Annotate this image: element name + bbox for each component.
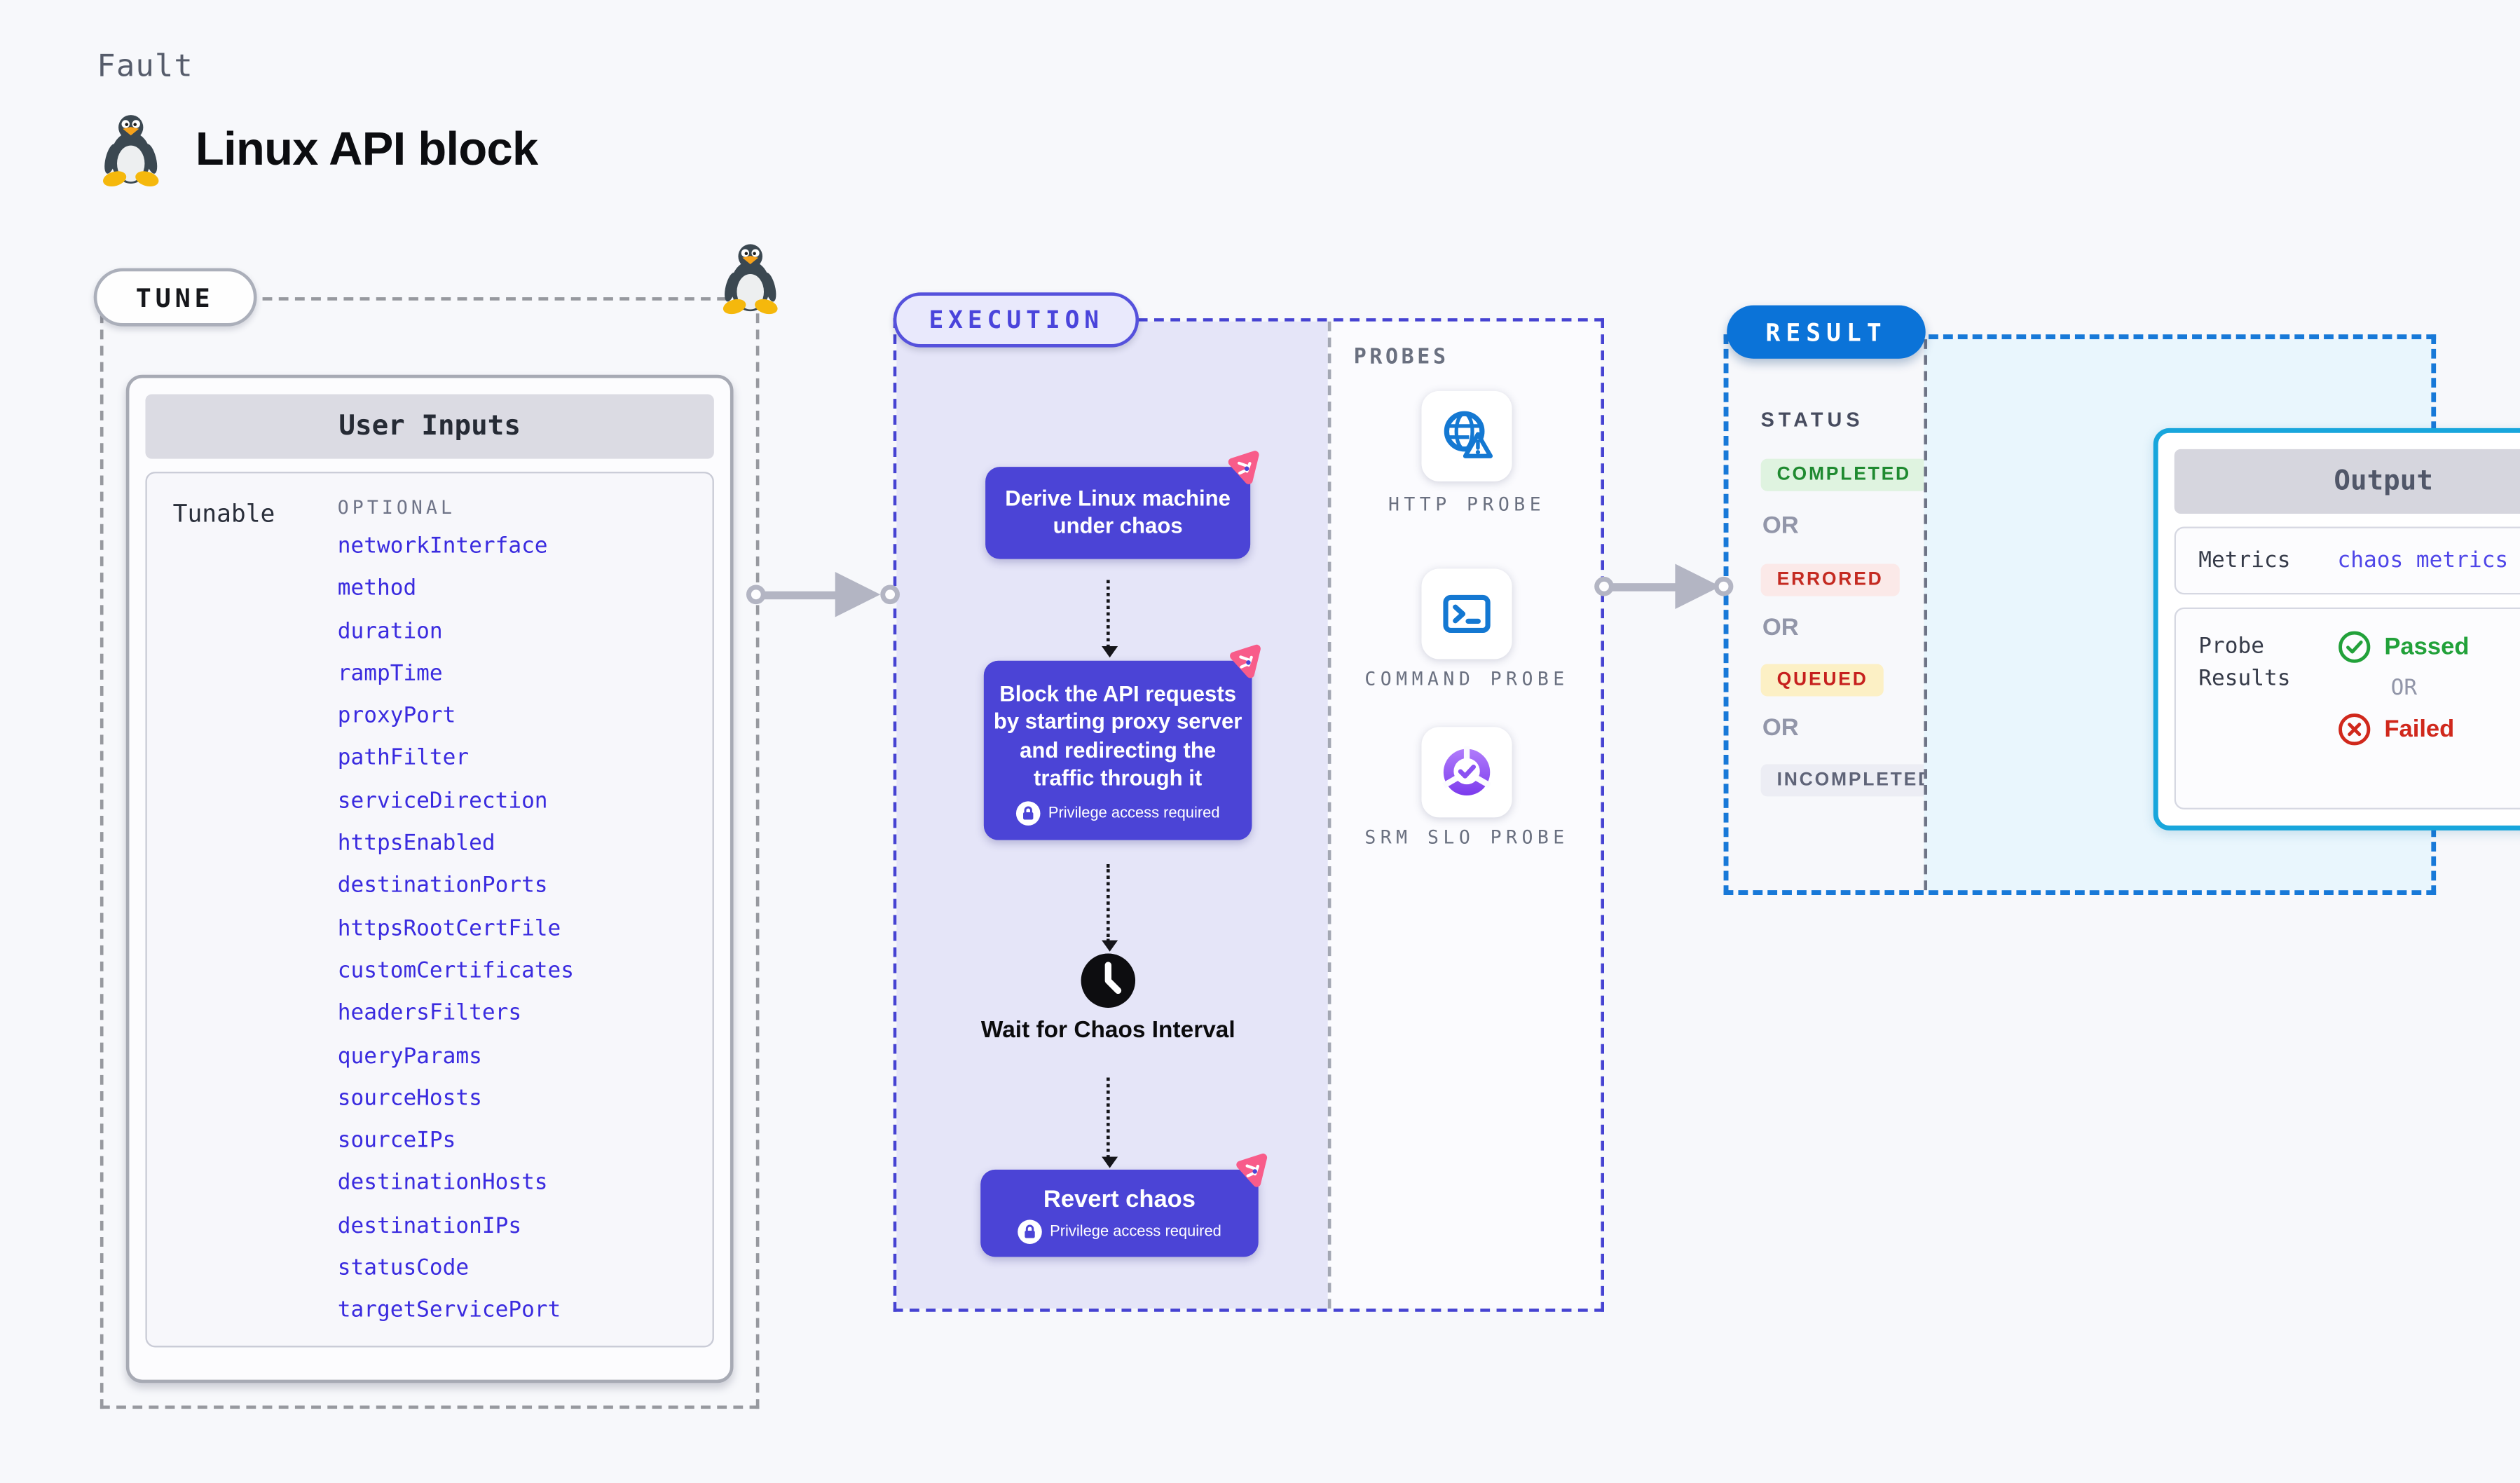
status-badge-completed: COMPLETED (1760, 458, 1928, 491)
privilege-note: Privilege access required (994, 801, 1242, 826)
command-probe-card[interactable] (1421, 568, 1512, 660)
metrics-value[interactable]: chaos metrics (2337, 547, 2509, 574)
output-card: Output Metrics chaos metrics Probe Resul… (2153, 428, 2520, 831)
optional-column-header: OPTIONAL (337, 496, 456, 519)
step-revert-chaos[interactable]: Revert chaos Privilege access required (980, 1170, 1258, 1257)
user-inputs-card: User Inputs Tunable OPTIONAL networkInte… (125, 374, 734, 1383)
param-item[interactable]: proxyPort (337, 703, 456, 730)
param-item[interactable]: destinationHosts (337, 1170, 548, 1196)
check-circle-icon (2338, 630, 2371, 664)
output-zone: Output Metrics chaos metrics Probe Resul… (1924, 339, 2520, 891)
step-label: Revert chaos (1043, 1185, 1196, 1214)
arrow-head (1675, 563, 1720, 610)
execution-section-box: PROBES Derive Linux machine under chaos … (893, 318, 1604, 1312)
wait-clock-icon (1079, 952, 1137, 1010)
execution-pill[interactable]: EXECUTION (893, 292, 1139, 348)
arrow-shaft (762, 590, 840, 599)
globe-warning-icon (1438, 407, 1496, 465)
param-item[interactable]: statusCode (337, 1255, 470, 1282)
arrow-tune-to-execution (746, 572, 900, 617)
flow-connector (1100, 1077, 1117, 1168)
terminal-icon (1439, 587, 1494, 641)
page-title: Linux API block (195, 124, 538, 177)
http-probe-card[interactable] (1421, 390, 1512, 481)
status-badge-incompleted: INCOMPLETED (1760, 764, 1950, 797)
failed-line: Failed (2338, 713, 2470, 746)
param-item[interactable]: headersFilters (337, 1000, 522, 1027)
x-circle-icon (2338, 713, 2371, 746)
linux-penguin-icon (100, 113, 162, 187)
slo-donut-check-icon (1438, 743, 1496, 801)
or-label: OR (2390, 675, 2418, 702)
param-item[interactable]: targetServicePort (337, 1297, 561, 1324)
arrow-head (1100, 1156, 1117, 1168)
arrow-head (1100, 646, 1117, 658)
arrow-head (1100, 940, 1117, 952)
param-item[interactable]: httpsRootCertFile (337, 915, 561, 942)
arrow-shaft (1610, 582, 1682, 591)
privilege-note: Privilege access required (990, 1219, 1249, 1245)
chaos-icon (1230, 1149, 1275, 1194)
flow-connector (1100, 864, 1117, 952)
passed-label: Passed (2384, 633, 2470, 661)
result-pill[interactable]: RESULT (1727, 305, 1926, 359)
connector-dot (880, 585, 900, 605)
linux-penguin-icon (720, 242, 780, 315)
or-label: OR (1762, 613, 1799, 642)
param-item[interactable]: customCertificates (337, 957, 575, 984)
step-derive-machine[interactable]: Derive Linux machine under chaos (985, 467, 1250, 559)
tunable-label: Tunable (172, 499, 275, 528)
param-item[interactable]: destinationIPs (337, 1212, 522, 1239)
fault-label: Fault (97, 48, 193, 84)
wait-for-chaos-label: Wait for Chaos Interval (980, 1018, 1235, 1044)
param-item[interactable]: duration (337, 617, 443, 644)
arrow-head (835, 572, 881, 617)
chaos-icon (1224, 641, 1269, 685)
or-label: OR (1762, 512, 1799, 540)
or-label: OR (1762, 713, 1799, 742)
param-item[interactable]: serviceDirection (337, 788, 548, 814)
param-item[interactable]: destinationPorts (337, 873, 548, 899)
chaos-icon (1222, 446, 1268, 491)
http-probe-label: HTTP PROBE (1388, 493, 1546, 516)
failed-label: Failed (2384, 716, 2455, 744)
status-badge-errored: ERRORED (1760, 563, 1900, 596)
status-label: STATUS (1760, 409, 1864, 432)
param-list: networkInterface method duration rampTim… (338, 525, 574, 1332)
user-inputs-list: Tunable OPTIONAL networkInterface method… (145, 472, 714, 1348)
tune-section-box (100, 297, 760, 1409)
step-label: Block the API requests by starting proxy… (993, 681, 1242, 790)
param-item[interactable]: pathFilter (337, 745, 470, 772)
step-label: Derive Linux machine under chaos (1005, 486, 1231, 539)
probe-results-label: Probe Results (2198, 633, 2291, 692)
tune-pill[interactable]: TUNE (93, 268, 256, 327)
param-item[interactable]: method (337, 575, 417, 602)
status-badge-queued: QUEUED (1760, 664, 1884, 697)
probe-results-row: Probe Results Passed OR Failed (2174, 607, 2520, 809)
result-section-box: STATUS COMPLETED OR ERRORED OR QUEUED OR… (1723, 334, 2520, 896)
srm-slo-probe-card[interactable] (1421, 727, 1512, 818)
flow-connector (1100, 580, 1117, 658)
user-inputs-header: User Inputs (145, 394, 714, 459)
param-item[interactable]: sourceIPs (337, 1128, 456, 1154)
metrics-row: Metrics chaos metrics (2174, 526, 2520, 595)
output-header: Output (2174, 449, 2520, 514)
arrow-execution-to-result (1594, 563, 1734, 610)
metrics-label: Metrics (2198, 547, 2291, 574)
probes-section-label: PROBES (1353, 346, 1449, 370)
lock-icon (1018, 1219, 1042, 1245)
command-probe-label: COMMAND PROBE (1364, 667, 1569, 690)
param-item[interactable]: sourceHosts (337, 1085, 482, 1112)
lock-icon (1015, 801, 1041, 826)
passed-line: Passed (2338, 630, 2470, 664)
srm-slo-probe-label: SRM SLO PROBE (1364, 825, 1569, 849)
param-item[interactable]: queryParams (337, 1043, 482, 1069)
status-column: STATUS COMPLETED OR ERRORED OR QUEUED OR… (1728, 339, 1950, 890)
step-block-api[interactable]: Block the API requests by starting proxy… (983, 661, 1252, 840)
connector-dot (1713, 576, 1734, 596)
param-item[interactable]: httpsEnabled (337, 831, 495, 856)
param-item[interactable]: networkInterface (337, 533, 548, 559)
param-item[interactable]: rampTime (337, 660, 443, 687)
